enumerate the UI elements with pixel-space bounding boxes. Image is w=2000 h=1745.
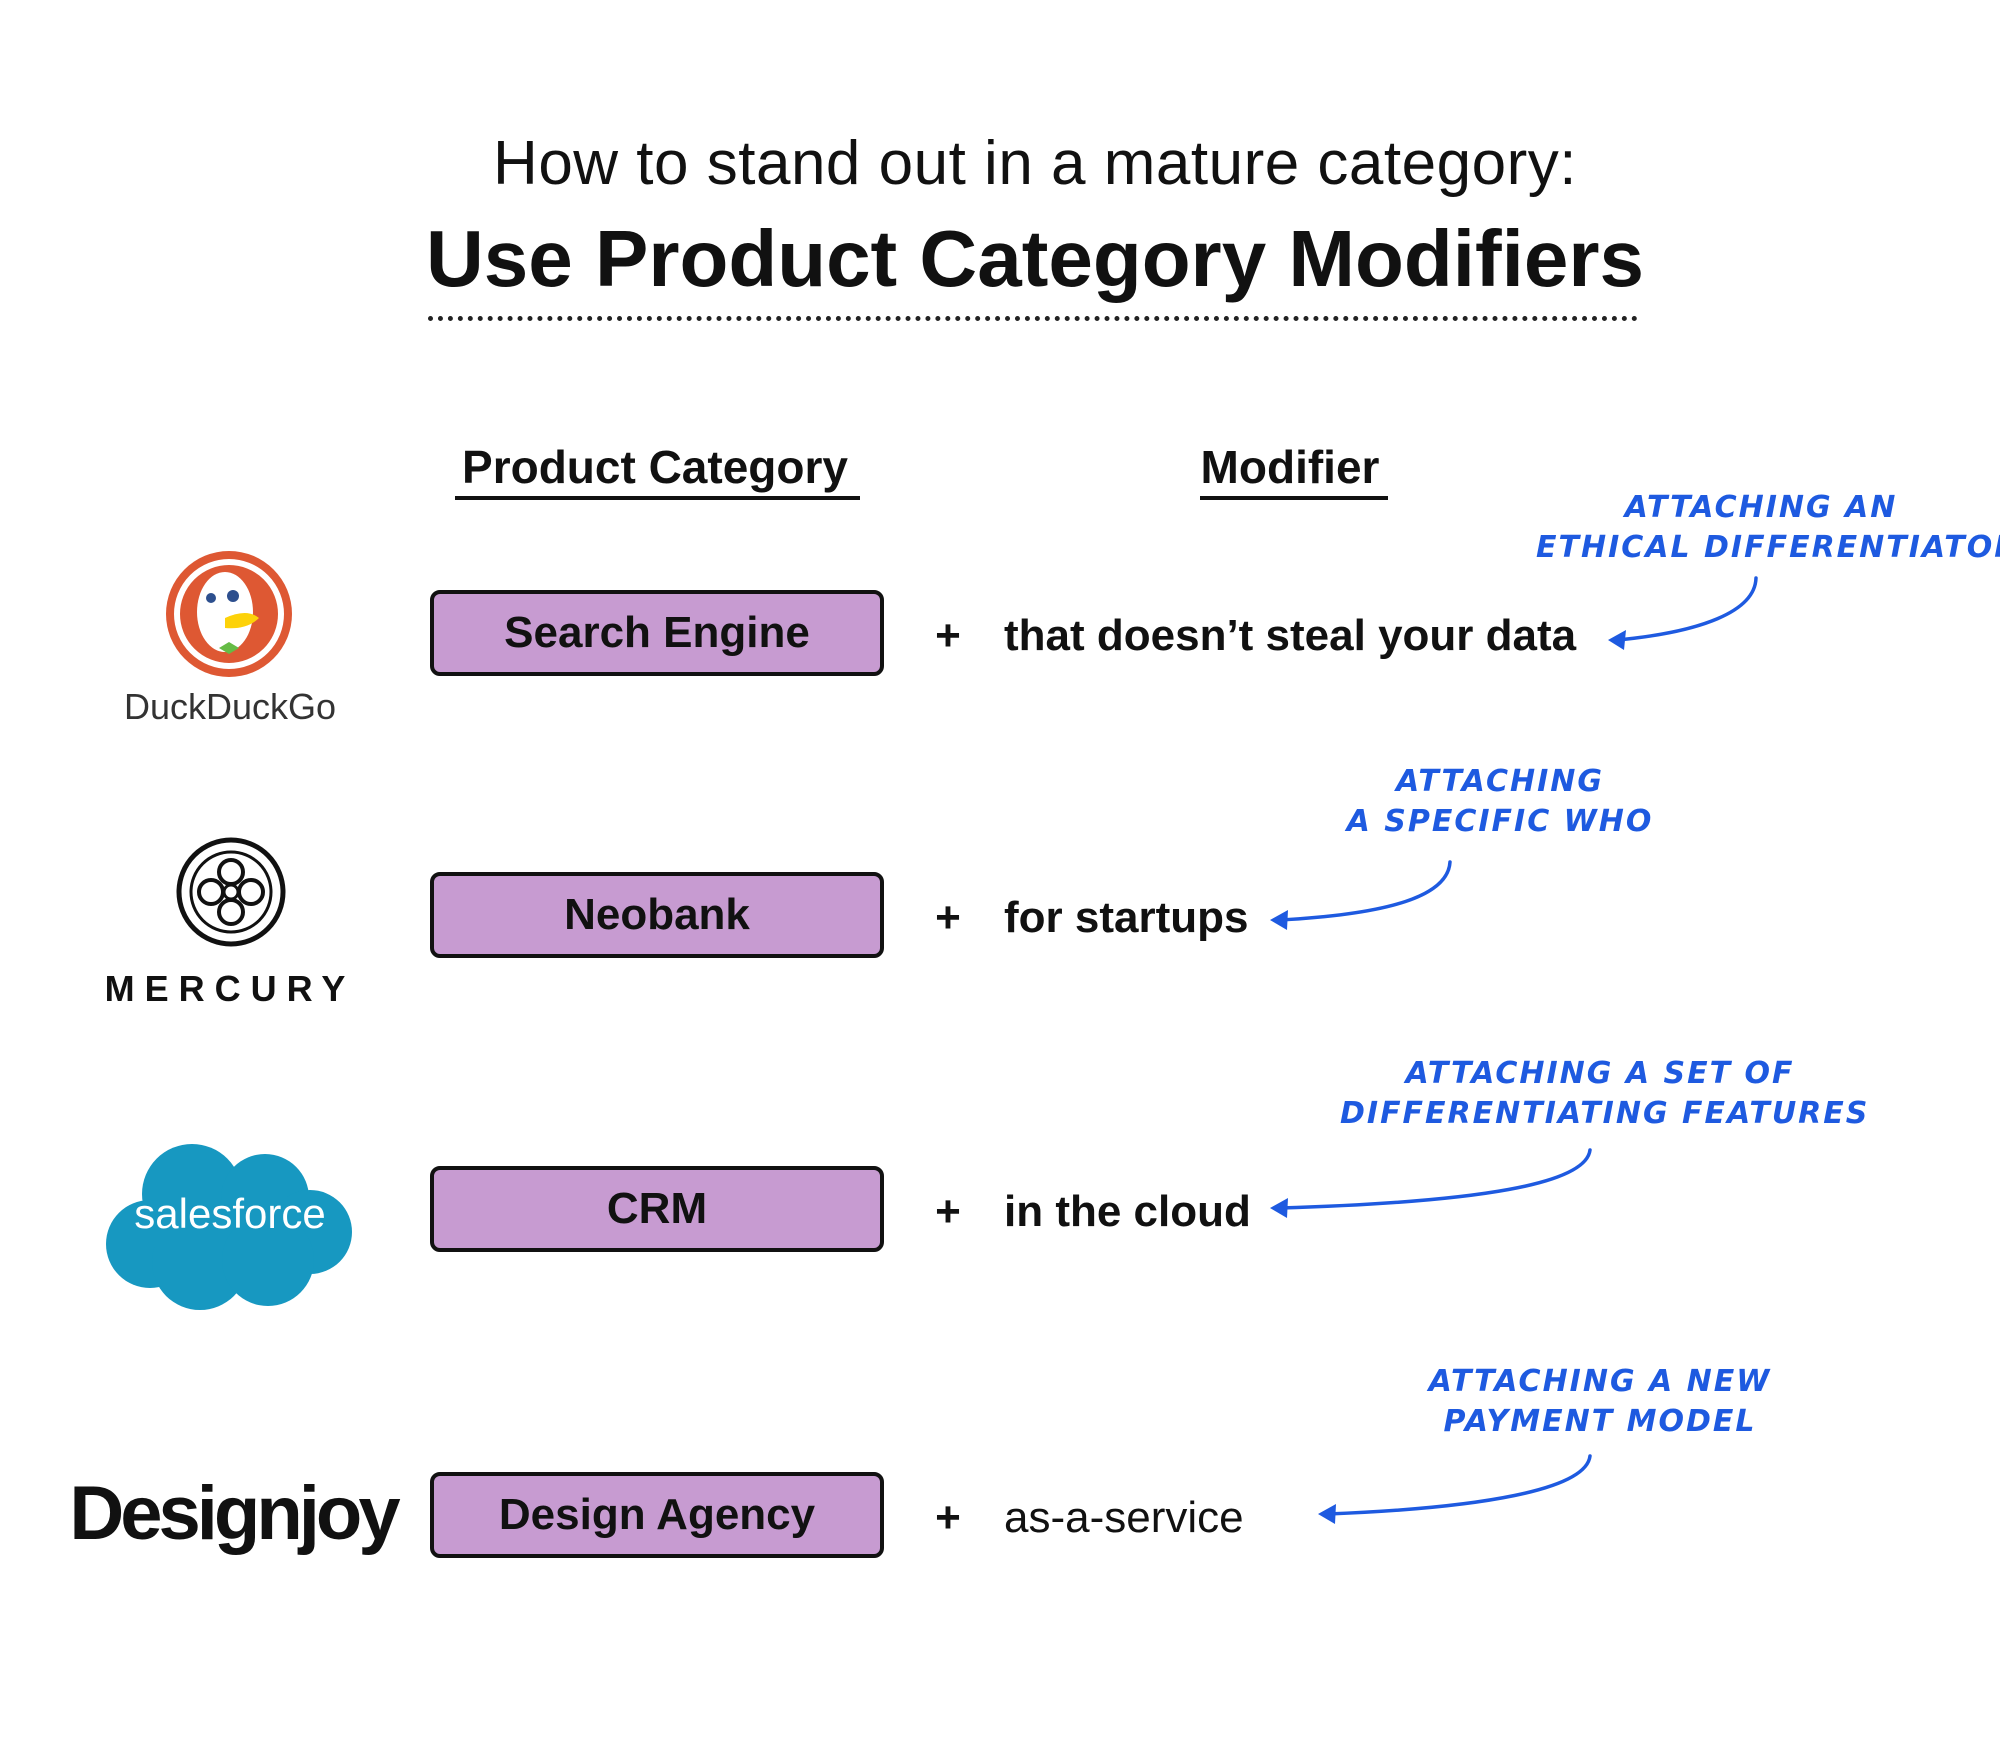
modifier-text: as-a-service (1004, 1493, 1244, 1542)
designjoy-brand-name: Designjoy (69, 1471, 400, 1556)
category-pill-design-agency: Design Agency (430, 1472, 884, 1558)
annotation-line: ethical differentiator (1536, 530, 2000, 565)
arrow-left-icon (1278, 860, 1452, 922)
duckduckgo-logo-icon (166, 551, 292, 677)
salesforce-cloud-icon (106, 1144, 352, 1310)
column-header-underline (455, 496, 860, 500)
annotation-note: Attaching a new payment model (1400, 1362, 1800, 1442)
annotation-line: Attaching an (1624, 490, 1898, 525)
annotation-line: Attaching a set of (1405, 1056, 1795, 1091)
modifier-text: that doesn’t steal your data (1004, 611, 1577, 660)
category-pill-crm: CRM (430, 1166, 884, 1252)
modifier-text: for startups (1004, 893, 1249, 942)
modifier-text: in the cloud (1004, 1187, 1251, 1236)
column-header-modifier: Modifier (1200, 441, 1380, 493)
category-pill-neobank: Neobank (430, 872, 884, 958)
arrow-left-icon (1326, 1454, 1592, 1516)
arrow-left-icon (1616, 576, 1758, 642)
plus-sign: + (935, 893, 961, 942)
category-pill-search-engine: Search Engine (430, 590, 884, 676)
arrow-left-icon (1278, 1148, 1592, 1210)
annotation-line: Attaching (1396, 764, 1604, 799)
annotation-line: Attaching a new (1428, 1364, 1772, 1399)
annotation-note: Attaching a specific who (1300, 762, 1700, 842)
duckduckgo-brand-name: DuckDuckGo (123, 686, 337, 727)
annotation-note: Attaching a set of differentiating featu… (1340, 1054, 1870, 1134)
plus-sign: + (935, 1493, 961, 1542)
annotation-line: differentiating features (1340, 1096, 1870, 1131)
mercury-logo-icon (176, 837, 286, 947)
column-header-underline (1200, 496, 1388, 500)
column-header-product-category: Product Category (462, 441, 848, 493)
annotation-note: Attaching an ethical differentiator (1536, 488, 2000, 568)
salesforce-brand-name: salesforce (134, 1190, 326, 1237)
subtitle: How to stand out in a mature category: (493, 129, 1577, 198)
page-title: Use Product Category Modifiers (425, 214, 1644, 303)
title-divider (428, 316, 1638, 321)
plus-sign: + (935, 1187, 961, 1236)
annotation-line: a specific who (1346, 804, 1654, 839)
annotation-line: payment model (1443, 1404, 1757, 1439)
plus-sign: + (935, 611, 961, 660)
mercury-brand-name: MERCURY (104, 968, 356, 1009)
